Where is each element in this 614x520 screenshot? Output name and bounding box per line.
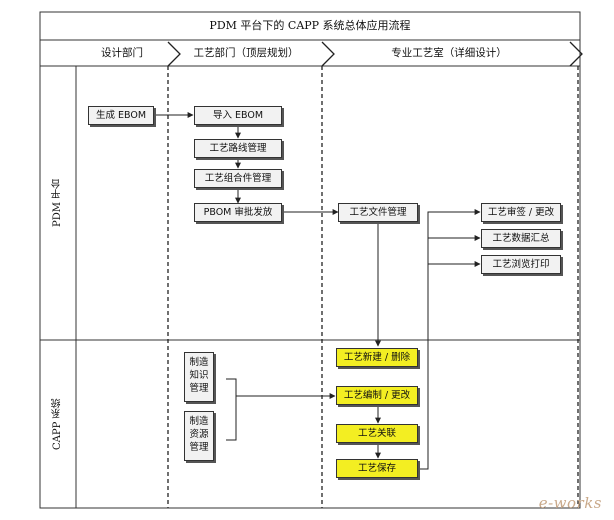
node-data-summary: 工艺数据汇总 [481, 229, 561, 248]
node-assembly-management: 工艺组合件管理 [194, 169, 282, 188]
node-edit-change: 工艺编制 / 更改 [336, 386, 418, 405]
node-ebom-import: 导入 EBOM [194, 106, 282, 125]
node-associate: 工艺关联 [336, 424, 418, 443]
column-process-office: 专业工艺室（详细设计） [391, 47, 507, 59]
node-create-delete: 工艺新建 / 删除 [336, 348, 418, 367]
node-route-management: 工艺路线管理 [194, 139, 282, 158]
node-knowledge-management: 制造知识管理 [184, 352, 214, 402]
node-save: 工艺保存 [336, 459, 418, 478]
connector-lines [154, 112, 481, 470]
node-browse-print: 工艺浏览打印 [481, 255, 561, 274]
node-resource-management: 制造资源管理 [184, 411, 214, 461]
column-process-dept: 工艺部门（顶层规划） [193, 47, 299, 59]
column-design-dept: 设计部门 [101, 47, 143, 59]
diagram-title: PDM 平台下的 CAPP 系统总体应用流程 [209, 19, 411, 32]
node-pbom-approval: PBOM 审批发放 [194, 203, 282, 222]
lane-capp: CAPP 系统 [52, 398, 63, 450]
watermark-logo: e-works [538, 494, 602, 512]
node-review-change: 工艺审签 / 更改 [481, 203, 561, 222]
node-ebom-generate: 生成 EBOM [88, 106, 154, 125]
node-file-management: 工艺文件管理 [338, 203, 418, 222]
lane-pdm: PDM 平台 [52, 178, 63, 228]
